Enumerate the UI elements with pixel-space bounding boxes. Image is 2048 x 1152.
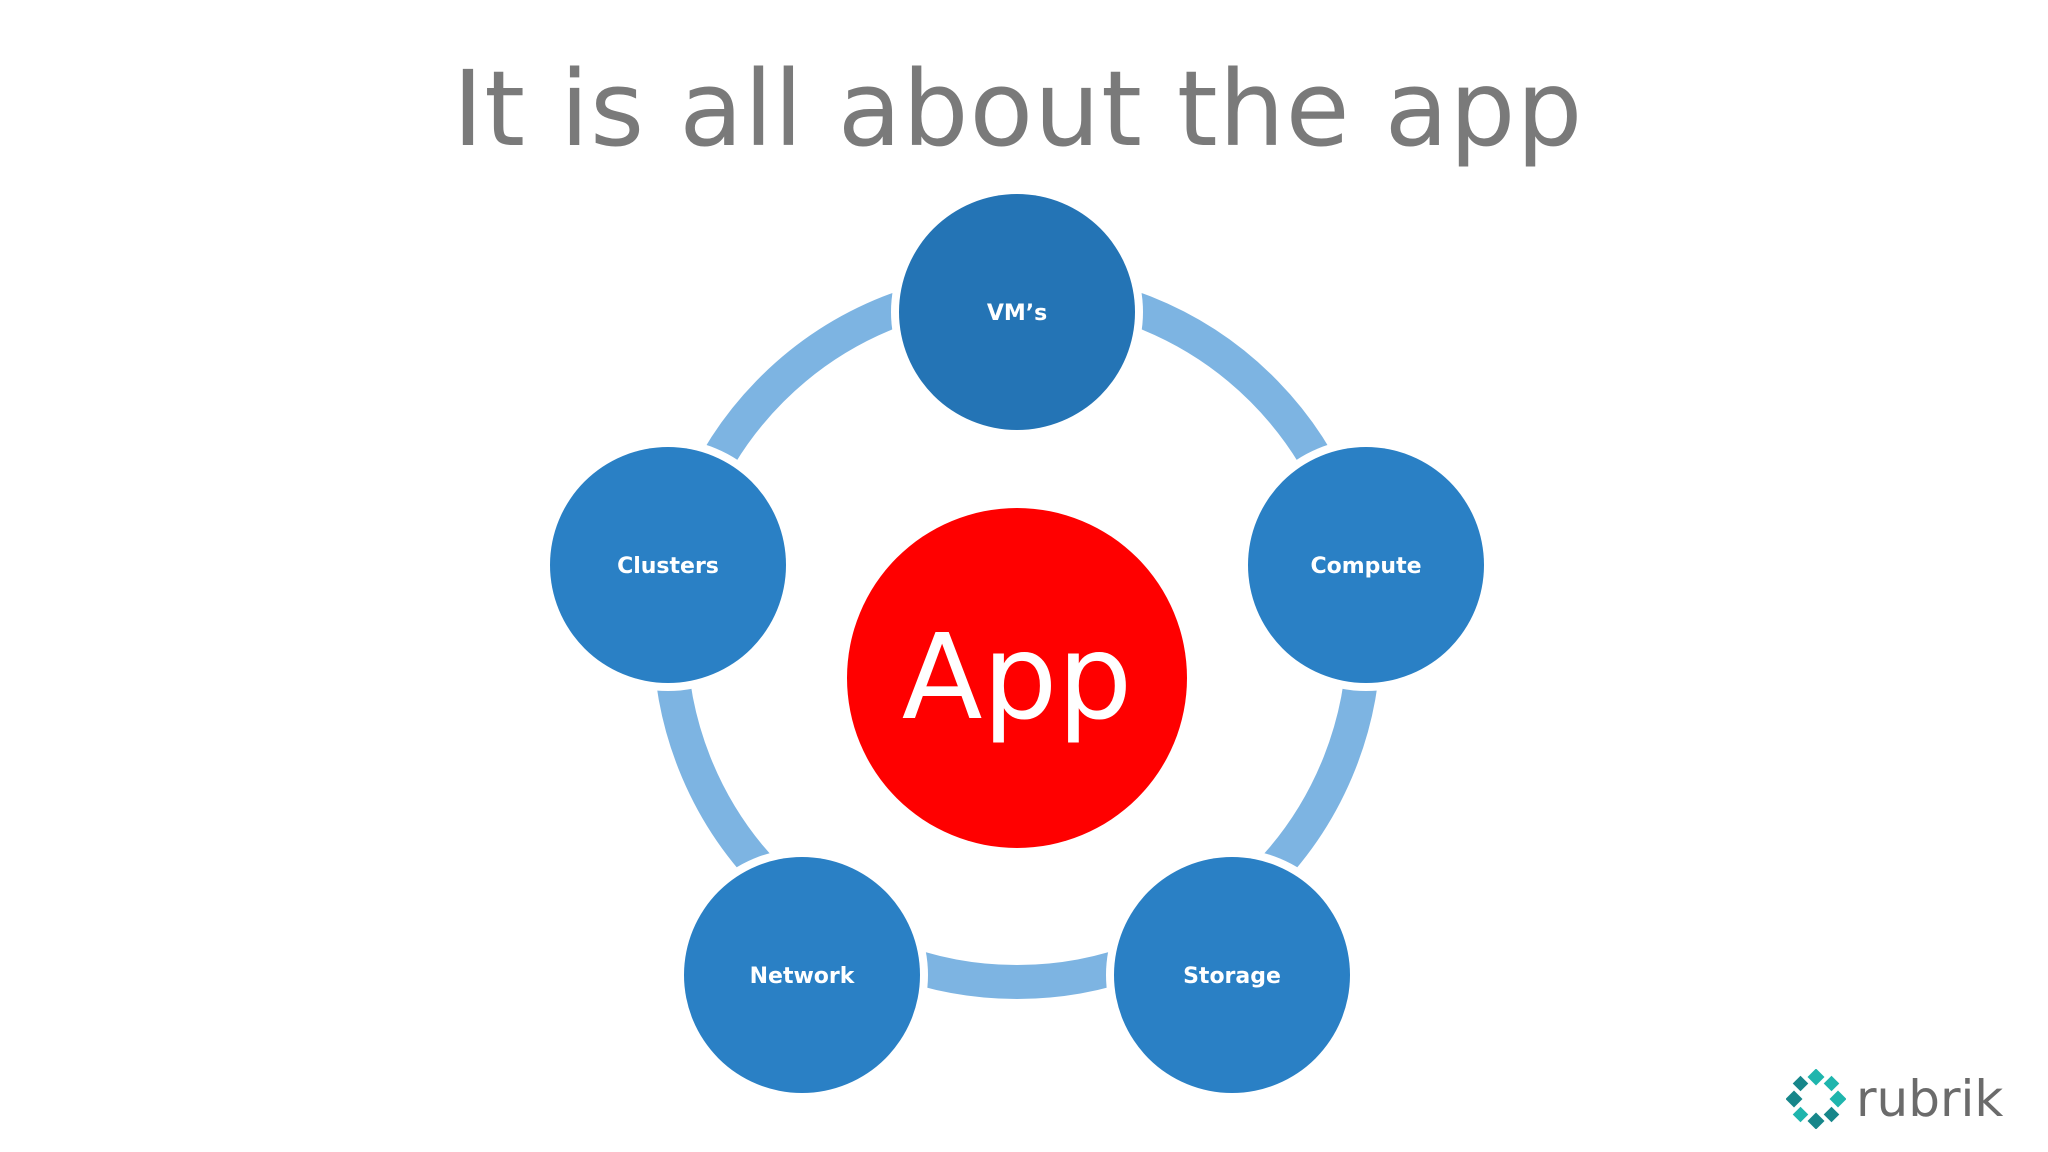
node-compute: Compute	[1248, 447, 1484, 683]
node-clusters: Clusters	[550, 447, 786, 683]
node-storage-circle	[1114, 857, 1350, 1093]
node-vms-label: VM’s	[987, 301, 1047, 326]
center-node-app: App	[847, 508, 1187, 848]
node-network-circle	[684, 857, 920, 1093]
node-compute-circle	[1248, 447, 1484, 683]
node-clusters-label: Clusters	[617, 554, 719, 579]
node-storage-label: Storage	[1183, 964, 1281, 989]
node-network: Network	[684, 857, 920, 1093]
rubrik-logo-icon	[1786, 1069, 1846, 1129]
rubrik-logo: rubrik	[1786, 1066, 2016, 1132]
center-node-label: App	[902, 608, 1133, 746]
node-storage: Storage	[1114, 857, 1350, 1093]
rubrik-logo-text: rubrik	[1856, 1070, 2004, 1128]
node-vms: VM’s	[899, 194, 1135, 430]
center-node-circle	[847, 508, 1187, 848]
node-clusters-circle	[550, 447, 786, 683]
slide-title: It is all about the app	[452, 48, 1584, 170]
node-network-label: Network	[750, 964, 856, 989]
node-vms-circle	[899, 194, 1135, 430]
node-compute-label: Compute	[1310, 554, 1421, 579]
